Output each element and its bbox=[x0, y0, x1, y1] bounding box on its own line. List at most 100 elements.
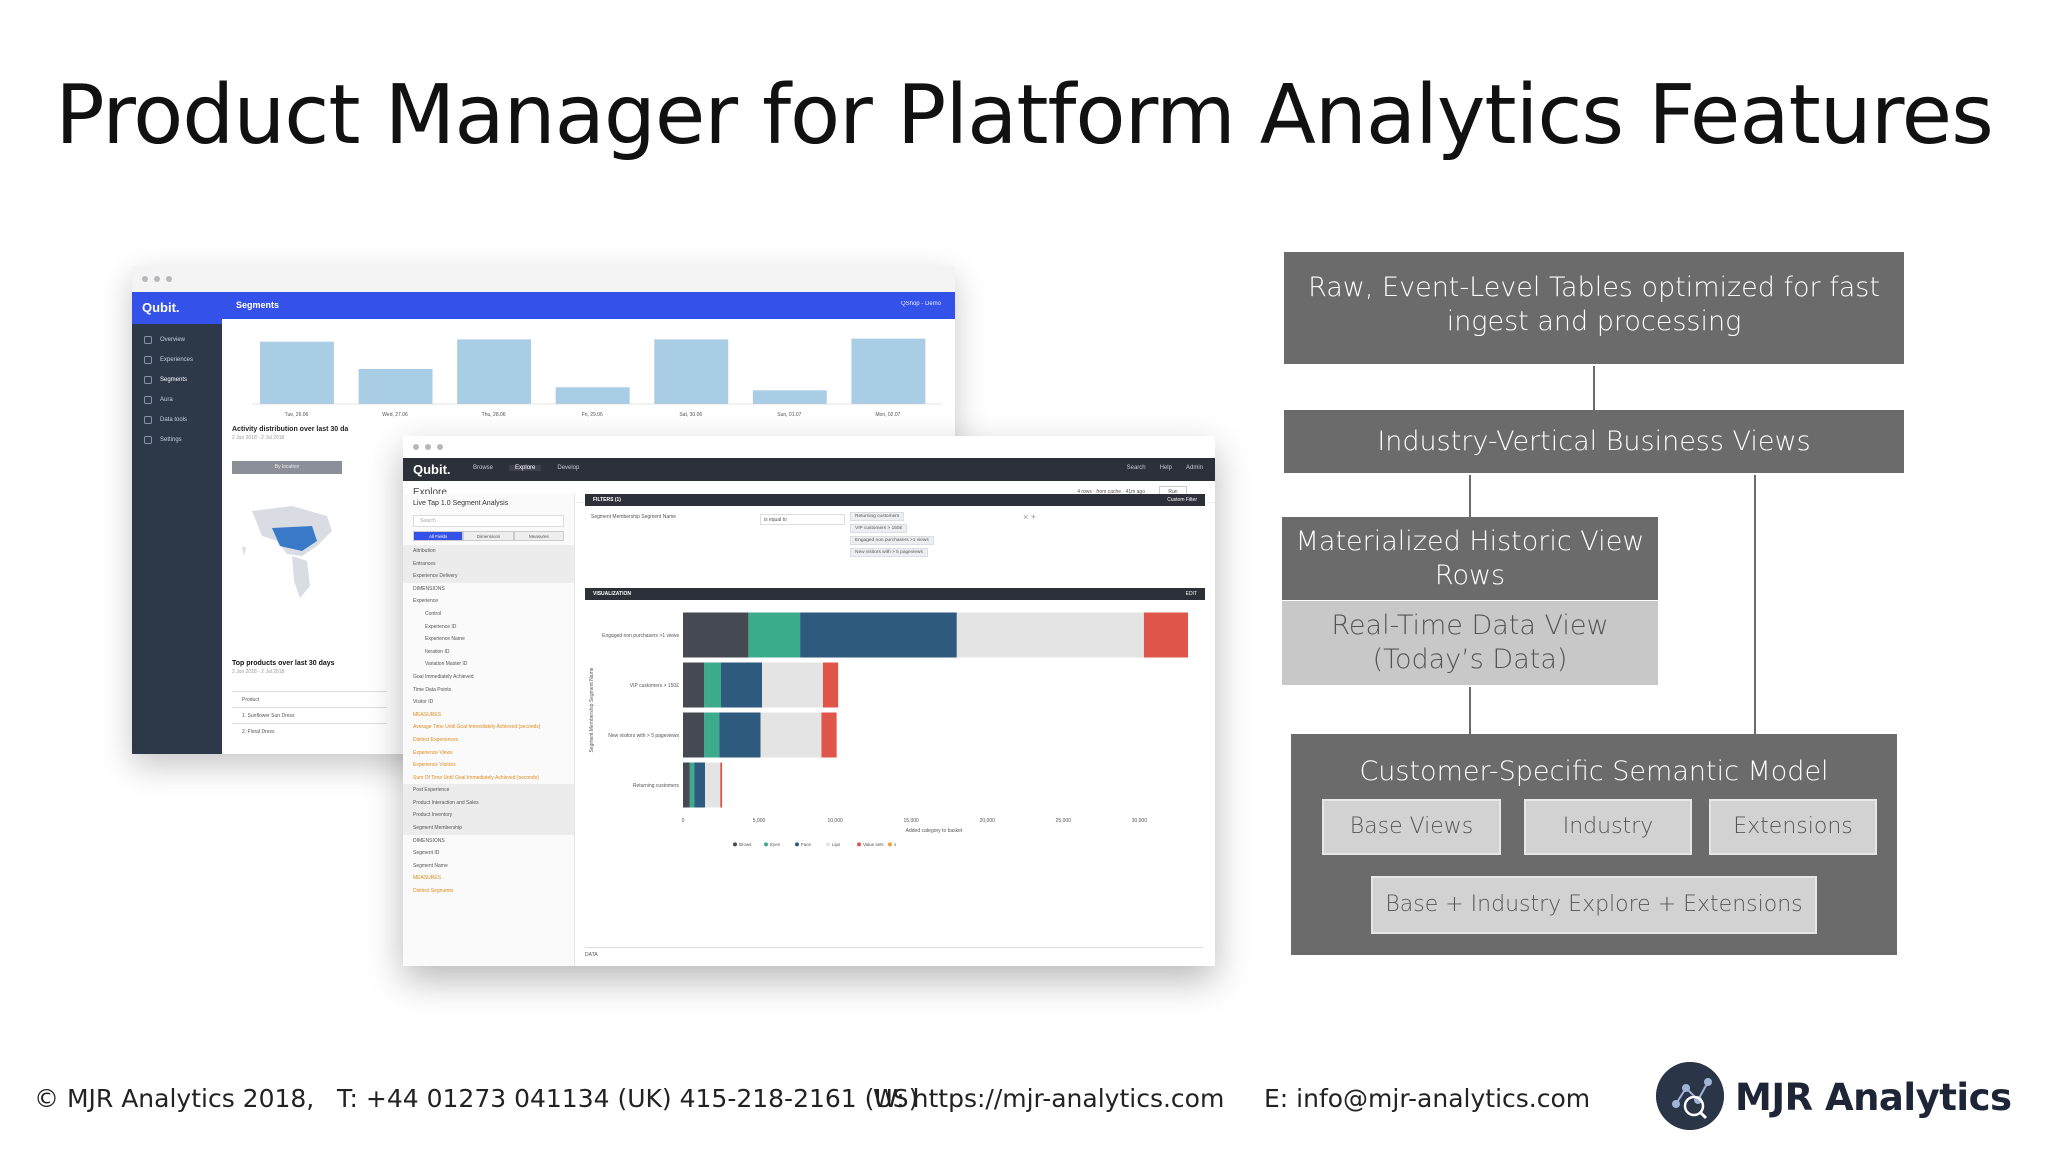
field-item[interactable]: Segment Name bbox=[413, 862, 448, 869]
filter-chip[interactable]: Engaged non purchasers >1 views bbox=[850, 536, 934, 545]
account-selector[interactable]: QShop - Demo bbox=[900, 301, 941, 307]
viz-edit-button[interactable]: EDIT bbox=[1185, 591, 1197, 597]
field-item[interactable]: DIMENSIONS bbox=[413, 585, 445, 592]
sidebar-item[interactable]: Segments bbox=[144, 370, 222, 390]
segment-bar bbox=[358, 369, 433, 404]
sidebar-item[interactable]: Aura bbox=[144, 390, 222, 410]
field-item[interactable]: Segment ID bbox=[413, 850, 440, 857]
legend-label[interactable]: Eyes bbox=[770, 842, 781, 847]
filter-chip[interactable]: Returning customers bbox=[850, 512, 905, 521]
legend-label[interactable]: Face bbox=[801, 842, 812, 847]
table-row[interactable]: 1. Sunflower Sun Dress bbox=[232, 707, 387, 723]
filter-chip[interactable]: New visitors with > 5 pageviews bbox=[850, 548, 928, 557]
field-item[interactable]: Distinct Experiences bbox=[413, 736, 459, 743]
close-icon[interactable]: × + bbox=[1023, 512, 1037, 522]
legend-label[interactable]: Value sets bbox=[863, 842, 884, 847]
top-right-menu: Search Help Admin bbox=[1127, 465, 1203, 471]
sidebar-item[interactable]: Experiences bbox=[144, 350, 222, 370]
field-item[interactable]: Distinct Segments bbox=[413, 888, 454, 895]
menu-develop[interactable]: Develop bbox=[557, 465, 580, 471]
admin-link[interactable]: Admin bbox=[1185, 465, 1203, 471]
field-item[interactable]: MEASURES bbox=[413, 711, 442, 718]
sidebar-item[interactable]: Overview bbox=[144, 330, 222, 350]
field-item[interactable]: Experience Visitors bbox=[413, 762, 456, 769]
filter-chip[interactable]: VIP customers > 150£ bbox=[850, 524, 908, 533]
field-item[interactable]: Goal Immediately Achieved bbox=[413, 673, 474, 680]
sidebar-item-label: Data tools bbox=[160, 417, 188, 423]
bar-segment bbox=[704, 662, 722, 708]
data-section-header[interactable]: DATA bbox=[585, 947, 1203, 958]
field-group[interactable]: Post Experience bbox=[403, 784, 574, 797]
visualization-section-header[interactable]: VISUALIZATION EDIT bbox=[585, 588, 1205, 600]
bar-segment bbox=[694, 762, 706, 808]
chart-tick-label: Mon, 02.07 bbox=[875, 412, 900, 418]
chart-tick-label: Sun, 01.07 bbox=[777, 412, 801, 418]
bar-segment bbox=[748, 612, 801, 658]
field-item[interactable]: DIMENSIONS bbox=[413, 837, 445, 844]
nav-icon bbox=[144, 356, 152, 364]
legend-label[interactable]: Lips bbox=[832, 842, 841, 847]
search-link[interactable]: Search bbox=[1126, 465, 1146, 471]
page-title: Explore bbox=[413, 487, 447, 498]
table-row[interactable]: 2. Floral Dress bbox=[232, 723, 387, 739]
sidebar-item[interactable]: Collapse bbox=[144, 750, 222, 754]
field-item[interactable]: Iteration ID bbox=[425, 648, 450, 655]
field-item[interactable]: Visitor ID bbox=[413, 699, 434, 706]
field-item[interactable]: Control bbox=[425, 610, 442, 617]
explore-topbar: Qubit. Browse Explore Develop Search Hel… bbox=[403, 458, 1215, 481]
sidebar-item[interactable]: Settings bbox=[144, 430, 222, 450]
tab-all-fields[interactable]: All Fields bbox=[413, 531, 464, 541]
filters-section-header[interactable]: FILTERS (1) Custom Filter bbox=[585, 494, 1205, 506]
tab-dimensions[interactable]: Dimensions bbox=[463, 531, 514, 541]
table-header: Product bbox=[232, 691, 387, 707]
filter-operator-select[interactable]: is equal to bbox=[760, 514, 845, 525]
visualization-label: VISUALIZATION bbox=[593, 591, 631, 597]
custom-filter-toggle[interactable]: Custom Filter bbox=[1167, 497, 1197, 503]
semantic-model-title: Customer-Specific Semantic Model bbox=[1359, 756, 1829, 787]
bar-segment bbox=[821, 712, 837, 758]
legend-swatch bbox=[888, 842, 892, 847]
field-item[interactable]: Experience Name bbox=[425, 636, 465, 643]
field-group[interactable]: Entrances bbox=[403, 557, 574, 571]
field-item[interactable]: Time Data Points bbox=[413, 686, 452, 693]
field-item[interactable]: Experience bbox=[413, 598, 439, 605]
segment-bar bbox=[457, 339, 532, 404]
field-item[interactable]: MEASURES bbox=[413, 875, 442, 882]
menu-browse[interactable]: Browse bbox=[473, 465, 494, 471]
field-group[interactable]: Product Interaction and Sales bbox=[403, 796, 574, 810]
nav-icon bbox=[144, 336, 152, 344]
field-group[interactable]: Segment Membership bbox=[403, 822, 574, 835]
segment-bar bbox=[752, 390, 827, 404]
field-group[interactable]: Product Inventory bbox=[403, 809, 574, 823]
website-link[interactable]: W: https://mjr-analytics.com bbox=[873, 1084, 1225, 1113]
legend-label[interactable]: Brows bbox=[739, 842, 752, 847]
field-item[interactable]: Average Time Until Goal Immediately Achi… bbox=[413, 724, 541, 731]
activity-title: Activity distribution over last 30 da bbox=[232, 426, 349, 433]
field-group[interactable]: Experience Delivery bbox=[403, 570, 574, 583]
field-item[interactable]: Experience Views bbox=[413, 749, 453, 756]
x-axis-label: Added category to basket bbox=[906, 828, 963, 834]
field-item[interactable]: Experience ID bbox=[425, 623, 457, 630]
legend-label[interactable]: s bbox=[894, 842, 897, 847]
qubit-logo: Qubit. bbox=[132, 292, 222, 324]
help-link[interactable]: Help bbox=[1159, 465, 1172, 471]
qubit-logo: Qubit. bbox=[413, 462, 451, 477]
email-link[interactable]: E: info@mjr-analytics.com bbox=[1264, 1084, 1591, 1113]
window-dot bbox=[425, 444, 431, 450]
field-item[interactable]: Sum Of Time Until Goal Immediately Achie… bbox=[413, 774, 539, 781]
tab-measures[interactable]: Measures bbox=[513, 531, 564, 541]
field-search-input[interactable]: Search bbox=[413, 515, 564, 527]
chart-tick-label: Fri, 29.06 bbox=[582, 412, 603, 418]
chart-tick-label: Wed, 27.06 bbox=[382, 412, 408, 418]
raw-tables-box: Raw, Event-Level Tables optimized for fa… bbox=[1284, 252, 1904, 364]
location-tab[interactable]: By location bbox=[232, 461, 342, 474]
bar-segment bbox=[719, 712, 761, 758]
connector-line bbox=[1469, 475, 1471, 517]
sidebar-item[interactable]: Data tools bbox=[144, 410, 222, 430]
field-item[interactable]: Variation Master ID bbox=[425, 661, 468, 668]
segment-bar bbox=[654, 339, 729, 404]
window-dot bbox=[413, 444, 419, 450]
field-group[interactable]: Attribution bbox=[403, 545, 574, 558]
menu-explore[interactable]: Explore bbox=[509, 465, 542, 471]
